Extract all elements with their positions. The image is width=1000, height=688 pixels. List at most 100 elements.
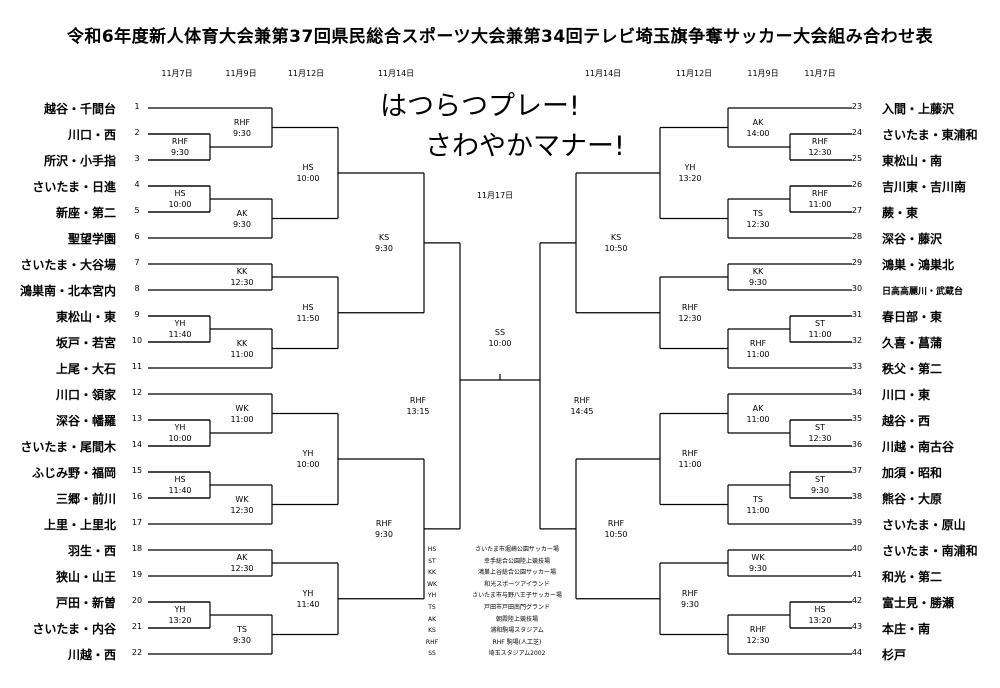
team-name: 秩父・第二 — [882, 362, 943, 376]
team-number: 13 — [131, 414, 143, 423]
match-time: 13:15 — [406, 406, 430, 416]
team-number: 19 — [131, 570, 143, 579]
match-time: 9:30 — [681, 599, 699, 609]
team-number: 18 — [131, 544, 143, 553]
match-time: 11:50 — [296, 313, 320, 323]
team-name: さいたま・原山 — [882, 518, 966, 532]
match-venue: HS 11:40 — [150, 474, 210, 496]
team-number: 10 — [131, 336, 143, 345]
date-right-r1: 11月7日 — [804, 69, 836, 78]
match-time: 12:30 — [230, 278, 254, 287]
match-time: 14:45 — [570, 406, 594, 416]
team-name: 入間・上藤沢 — [882, 102, 955, 116]
date-right-r3: 11月12日 — [675, 69, 713, 78]
legend-venue-name: 戸田市戸田南門グランド — [483, 603, 550, 611]
match-time: 11:00 — [746, 414, 770, 424]
team-name: 川口・西 — [67, 128, 116, 142]
match-venue-code: YH — [684, 163, 696, 172]
match-venue-code: RHF — [573, 395, 591, 405]
match-time: 11:00 — [230, 349, 254, 359]
team-number: 9 — [134, 310, 140, 319]
team-name: 本庄・南 — [882, 622, 931, 636]
team-name: 富士見・勝瀬 — [882, 596, 955, 610]
team-name: 東松山・東 — [55, 310, 116, 324]
team-number: 29 — [851, 258, 863, 267]
team-number: 37 — [851, 466, 863, 475]
match-time: 10:00 — [488, 339, 512, 348]
team-name: 聖望学園 — [67, 232, 116, 246]
legend-venue-name: 和光スポーツアイランド — [484, 580, 550, 588]
match-time: 12:30 — [678, 313, 702, 323]
match-time: 11:40 — [296, 599, 320, 609]
team-name: 新座・第二 — [55, 206, 116, 220]
team-number: 23 — [851, 102, 863, 111]
match-time: 9:30 — [233, 128, 251, 138]
date-right-r2: 11月9日 — [747, 69, 779, 78]
legend-code: ST — [428, 557, 436, 565]
team-number: 21 — [131, 622, 143, 631]
team-number: 20 — [131, 596, 143, 605]
team-name: 深谷・幡羅 — [55, 414, 116, 428]
page-title: 令和6年度新人体育大会兼第37回県民総合スポーツ大会兼第34回テレビ埼玉旗争奪サ… — [66, 27, 934, 47]
match-venue-code: SS — [494, 328, 506, 337]
team-name: ふじみ野・福岡 — [31, 466, 116, 480]
team-number: 38 — [851, 492, 863, 501]
match-time: 11:00 — [678, 460, 702, 469]
match-time: 9:30 — [233, 635, 251, 645]
legend-code: KS — [428, 627, 436, 635]
team-name: 深谷・藤沢 — [882, 232, 943, 246]
team-name: 三郷・前川 — [55, 492, 116, 506]
legend-code: KK — [428, 569, 436, 577]
team-number: 15 — [131, 466, 143, 475]
match-time: 9:30 — [749, 564, 767, 573]
legend-row: WK 和光スポーツアイランド — [415, 579, 585, 591]
team-name: 川越・南古谷 — [882, 440, 955, 454]
match-time: 11:40 — [168, 330, 192, 339]
legend-row: KK 鴻巣上谷総合公園サッカー場 — [415, 567, 585, 579]
team-number: 36 — [851, 440, 863, 449]
match-time: 11:00 — [808, 330, 832, 339]
match-time: 11:00 — [230, 414, 254, 424]
date-left-r3: 11月12日 — [287, 69, 325, 78]
legend-venue-name: さいたま市堀崎公園サッカー場 — [475, 546, 559, 553]
match-venue-code: KS — [378, 232, 390, 242]
team-name: さいたま・大谷場 — [20, 258, 116, 272]
team-number: 3 — [134, 154, 140, 163]
match-time: 11:00 — [808, 200, 832, 209]
match-venue-code: RHF — [811, 137, 829, 146]
team-number: 22 — [131, 648, 143, 657]
team-name: 川口・領家 — [55, 388, 116, 402]
team-number: 24 — [851, 128, 863, 137]
legend-venue-name: 鴻巣上谷総合公園サッカー場 — [477, 569, 556, 577]
match-time: 12:30 — [230, 564, 254, 573]
legend-code: WK — [427, 580, 437, 588]
match-venue-code: RHF — [607, 518, 625, 528]
legend-code: AK — [427, 615, 437, 623]
match-time: 9:30 — [233, 219, 251, 229]
match-time: 11:40 — [168, 486, 192, 495]
match-venue-code: ST — [815, 475, 825, 484]
team-name: 坂戸・若宮 — [55, 336, 116, 350]
legend-code: YH — [427, 592, 437, 600]
match-time: 9:30 — [811, 486, 829, 495]
match-venue-code: HS — [174, 475, 186, 484]
team-name: 上尾・大石 — [55, 362, 116, 376]
team-number: 33 — [851, 362, 863, 371]
